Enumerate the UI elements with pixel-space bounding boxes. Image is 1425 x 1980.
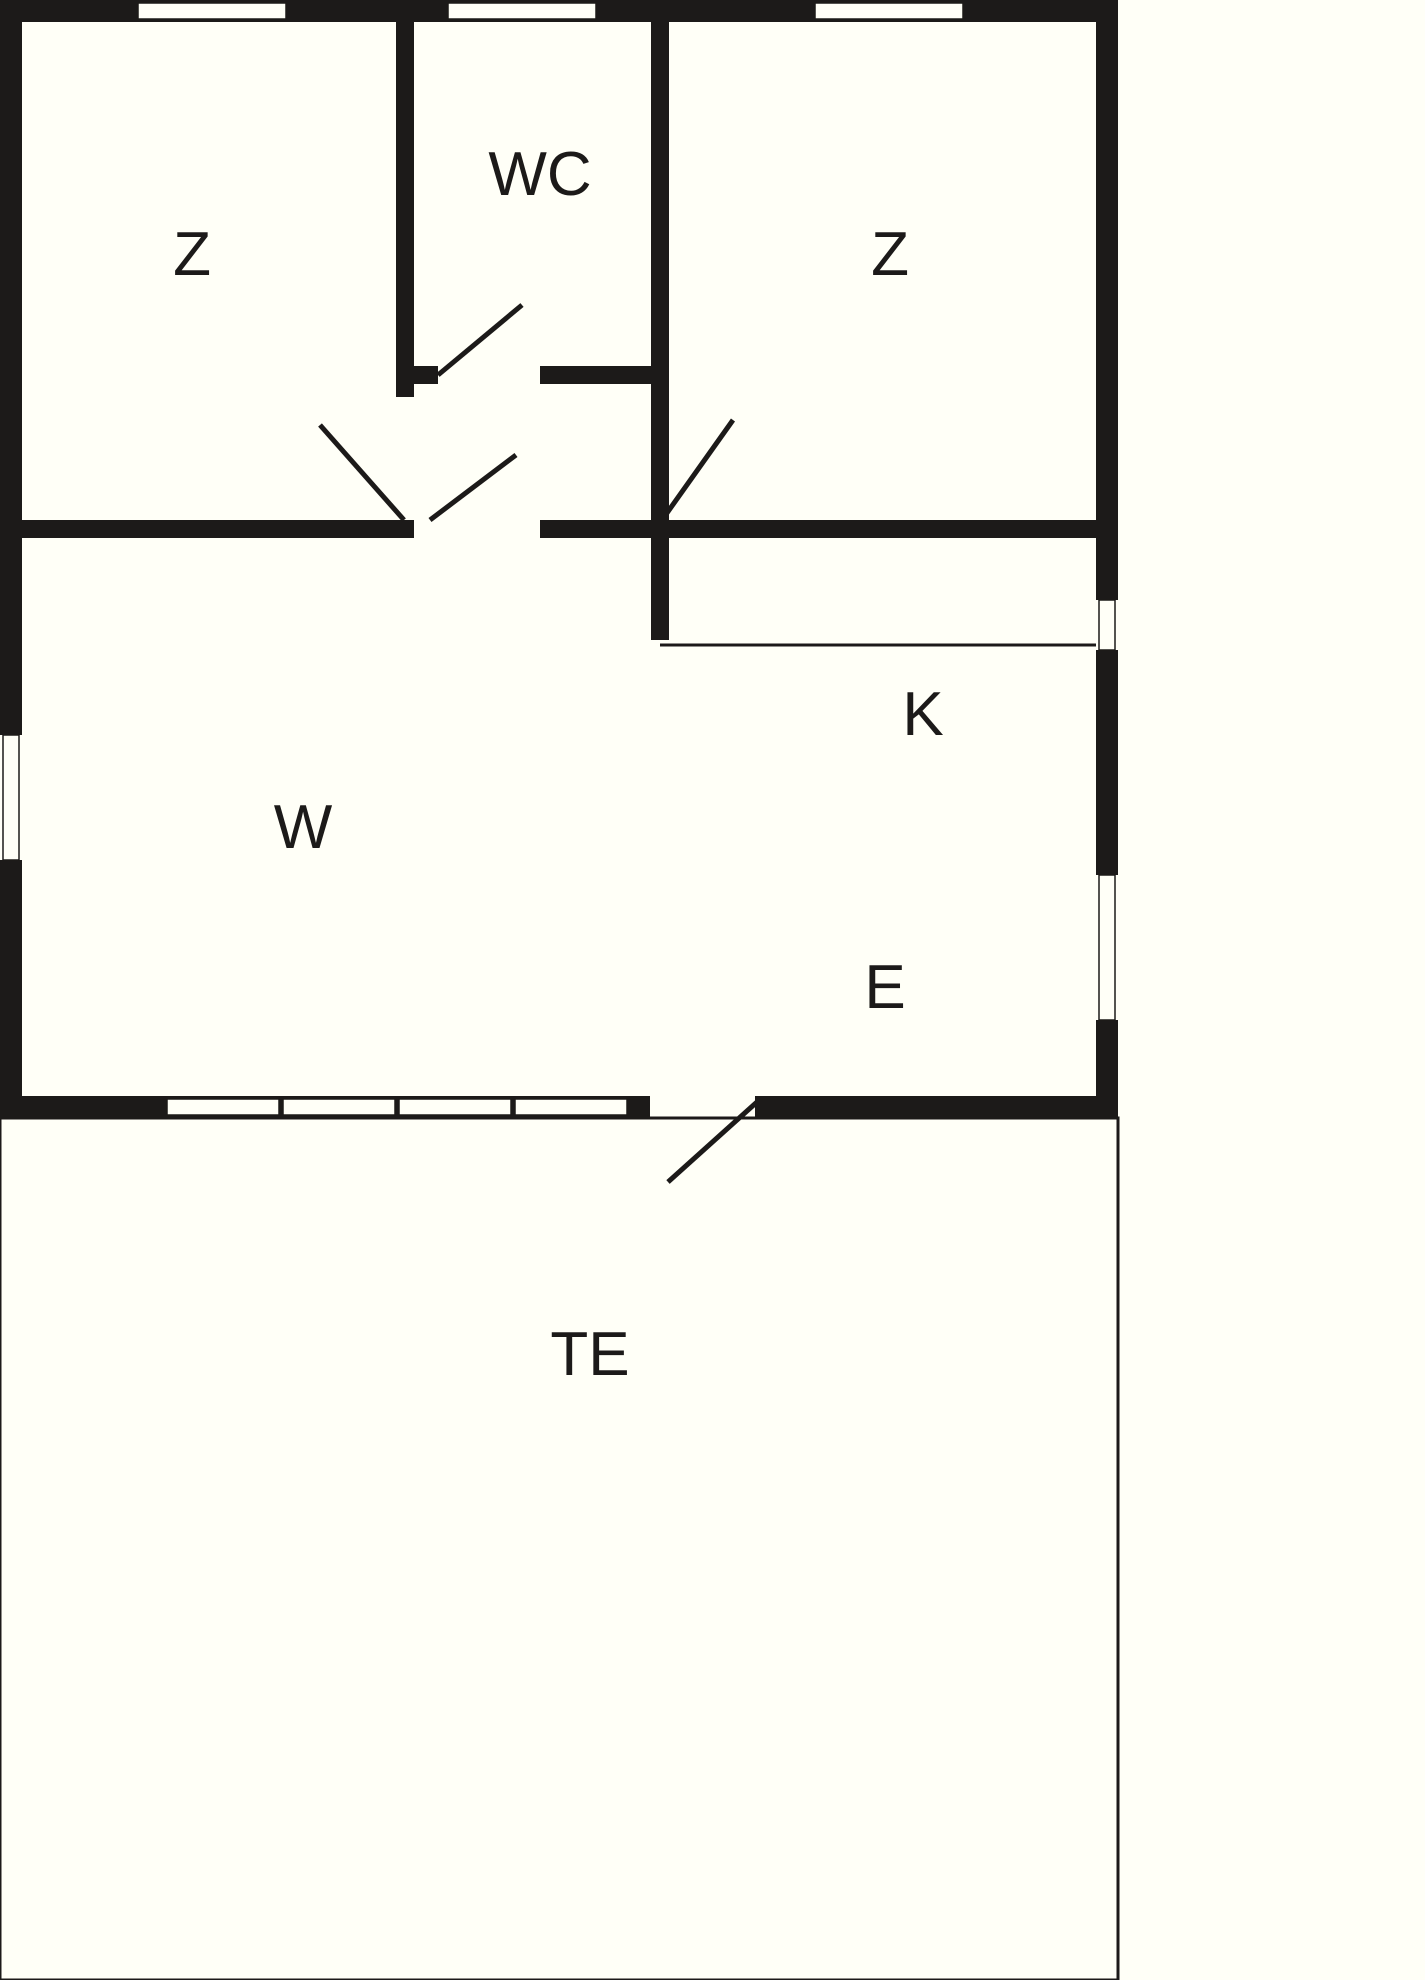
room-label-kitchen: K xyxy=(902,680,944,749)
bottom-window-4 xyxy=(514,1098,628,1116)
door-terrace xyxy=(666,1100,759,1184)
corridor-wall-right xyxy=(540,520,669,538)
left-wall-upper xyxy=(0,0,22,735)
bottom-window-1 xyxy=(166,1098,280,1116)
door-swings-group xyxy=(318,303,759,1184)
room-label-bedroom_right: Z xyxy=(871,220,909,289)
room-label-bedroom_left: Z xyxy=(173,220,211,289)
room-label-terrace: TE xyxy=(550,1320,630,1389)
bottom-window-3 xyxy=(398,1098,512,1116)
right-wall-mid xyxy=(1096,650,1118,875)
corridor-wall-left xyxy=(22,520,414,538)
top-window-1 xyxy=(137,2,287,20)
room-label-toilet: WC xyxy=(488,140,592,209)
door-bedroom-left xyxy=(318,423,406,522)
right-window-2 xyxy=(1098,874,1116,1021)
door-wc xyxy=(436,303,524,377)
partition-wc-left xyxy=(396,22,414,397)
bottom-wall-right xyxy=(755,1096,1118,1118)
right-wall-lower xyxy=(1096,1020,1118,1118)
wc-sill-right xyxy=(540,366,669,384)
top-window-2 xyxy=(447,2,597,20)
corridor-wall-far xyxy=(669,520,1096,538)
bottom-window-2 xyxy=(282,1098,396,1116)
left-wall-lower xyxy=(0,860,22,1100)
terrace-outline xyxy=(0,1116,1120,1980)
windows-group xyxy=(2,2,1116,1116)
partition-wc-right xyxy=(651,22,669,640)
door-bedroom-right xyxy=(659,418,736,522)
left-window-1 xyxy=(2,734,20,861)
top-window-3 xyxy=(814,2,964,20)
right-window-1 xyxy=(1098,599,1116,651)
right-wall-upper xyxy=(1096,0,1118,600)
room-label-living: W xyxy=(273,793,333,862)
walls-group xyxy=(0,0,1120,1980)
wc-sill-left xyxy=(396,366,438,384)
door-living-hall xyxy=(428,453,518,522)
room-label-dining: E xyxy=(864,953,906,1022)
